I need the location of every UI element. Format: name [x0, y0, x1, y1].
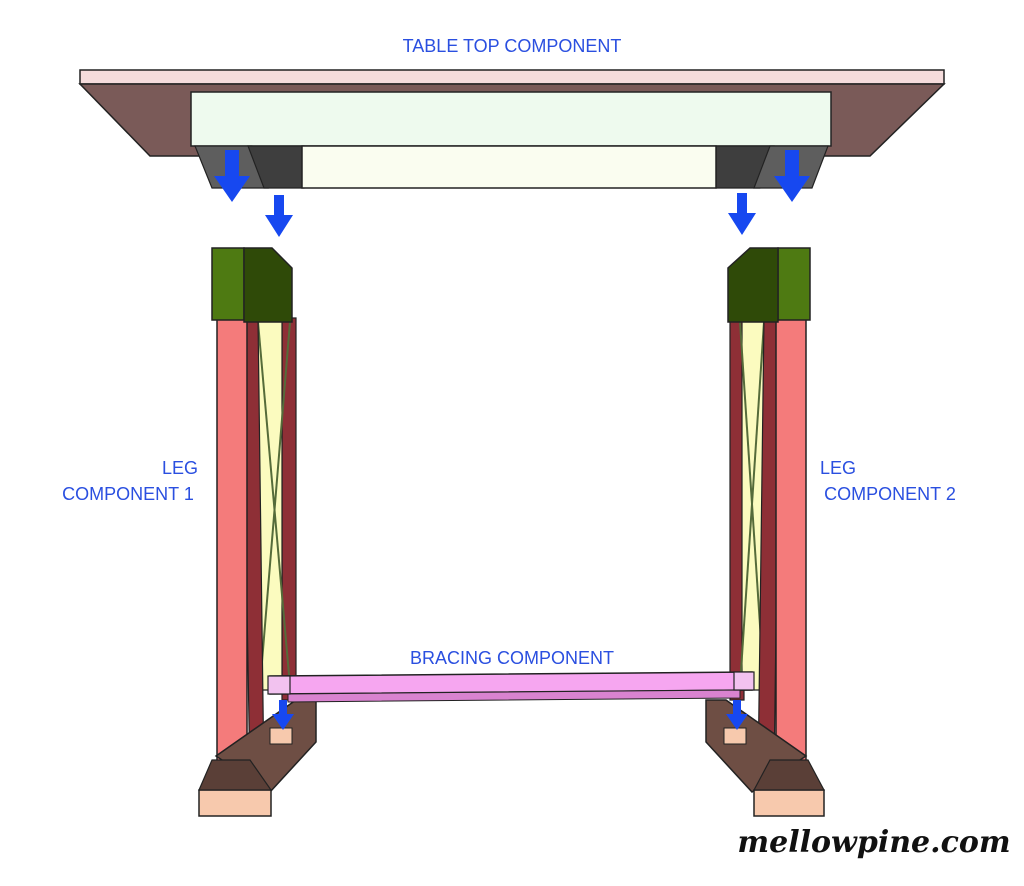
bracing-label: BRACING COMPONENT: [410, 648, 614, 668]
table-top-label: TABLE TOP COMPONENT: [403, 36, 622, 56]
table-top-component: [78, 69, 946, 189]
leg-2-label-line-1: LEG: [820, 458, 856, 478]
down-arrow-icon: [728, 193, 756, 235]
leg-component-1: [198, 247, 317, 817]
leg-1-label-line-2: COMPONENT 1: [62, 484, 194, 504]
leg-1-label-line-1: LEG: [162, 458, 198, 478]
down-arrow-icon: [265, 195, 293, 237]
bracing-component: [267, 671, 755, 703]
leg-2-label-line-2: COMPONENT 2: [824, 484, 956, 504]
leg-component-2: [705, 247, 825, 817]
watermark: mellowpine.com: [737, 825, 1010, 860]
